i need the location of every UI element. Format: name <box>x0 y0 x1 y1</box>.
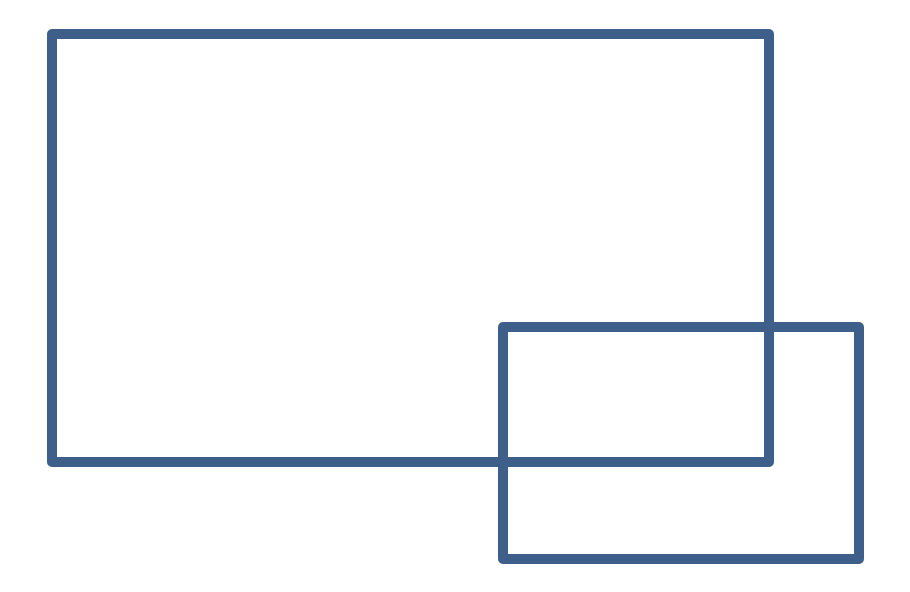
large-rectangle <box>47 29 774 467</box>
small-rectangle <box>498 322 864 564</box>
